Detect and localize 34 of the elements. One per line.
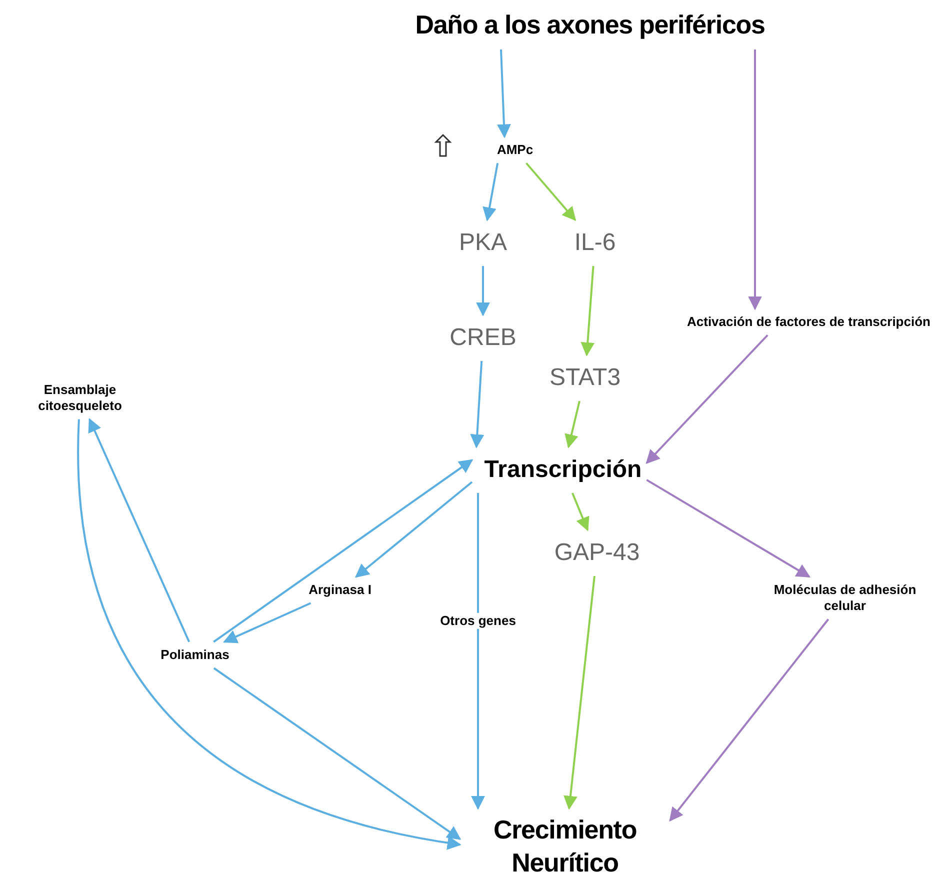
process-label: Transcripción: [484, 455, 642, 485]
process-label: Moléculas de adhesión celular: [772, 582, 918, 614]
arrow: [646, 479, 810, 578]
arrow: [526, 162, 576, 222]
arrow: [213, 667, 462, 840]
enzyme-label: Arginasa I: [308, 582, 372, 598]
process-label: Activación de factores de transcripción: [687, 314, 932, 330]
arrow: [580, 266, 595, 356]
protein-label: GAP-43: [554, 538, 640, 568]
arrow: [496, 49, 511, 138]
arrow: [564, 576, 596, 810]
process-label: Ensamblaje citoesqueleto: [37, 382, 123, 414]
arrow: [78, 419, 462, 850]
molecule-label: Poliaminas: [160, 646, 230, 664]
protein-label: IL-6: [574, 228, 616, 258]
arrow: [354, 481, 473, 578]
arrow: [564, 400, 580, 448]
protein-label: PKA: [458, 228, 508, 258]
outcome-label: Crecimiento Neurítico: [492, 814, 638, 878]
arrow: [213, 459, 474, 643]
protein-label: CREB: [450, 323, 516, 353]
arrow: [476, 266, 490, 316]
arrow: [482, 162, 499, 222]
molecule-label: AMPc: [496, 142, 534, 158]
arrow: [748, 50, 762, 310]
title-label: Daño a los axones periféricos: [415, 8, 765, 42]
arrow: [572, 492, 590, 532]
protein-label: STAT3: [549, 363, 621, 393]
arrow: [471, 493, 485, 810]
arrow: [470, 360, 484, 448]
arrow: [223, 602, 312, 644]
arrow: [88, 418, 190, 642]
arrow: [669, 618, 830, 822]
arrow: [646, 334, 768, 464]
